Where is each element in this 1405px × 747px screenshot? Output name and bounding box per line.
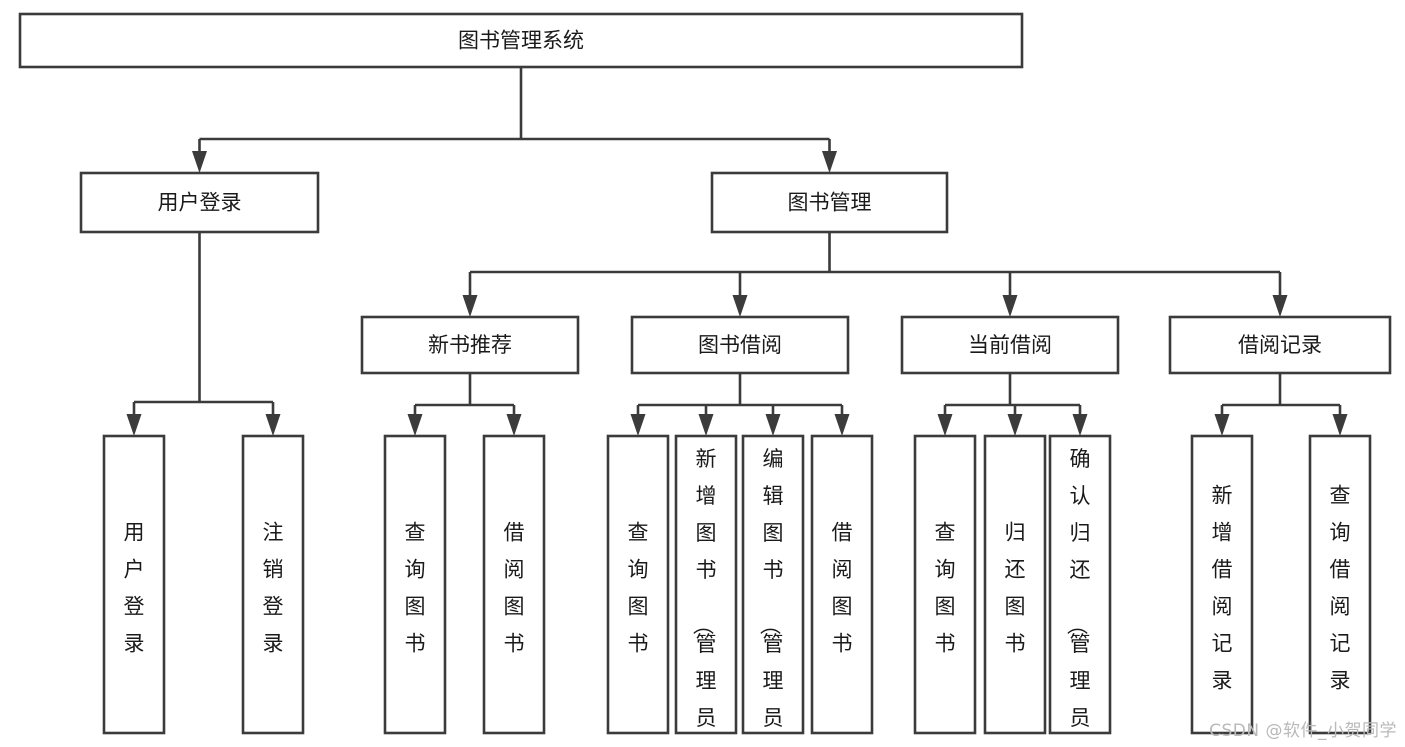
node-box-leaf-confirm-return[interactable] [1048,434,1112,735]
arrow-head-icon [1272,295,1288,317]
node-label-new-book-rec: 新书推荐 [428,333,512,357]
node-label-current-borrow: 当前借阅 [968,333,1052,357]
arrow-head-icon [1002,295,1018,317]
node-label-leaf-borrow-book-2: 借阅图书 [832,520,853,655]
node-box-leaf-edit-book[interactable] [741,434,805,735]
arrow-head-icon [698,414,714,436]
connector-group [630,373,850,436]
node-leaf-query-book-3[interactable]: 查询图书 [913,434,977,735]
node-box-root[interactable] [18,12,1024,69]
node-box-book-manage[interactable] [710,171,949,234]
node-new-book-rec[interactable]: 新书推荐 [360,315,580,375]
node-leaf-user-login[interactable]: 用户登录 [102,434,166,735]
node-leaf-query-record[interactable]: 查询借阅记录 [1308,434,1372,735]
node-box-leaf-borrow-book-2[interactable] [810,434,874,735]
connector-group [1214,373,1348,436]
node-label-leaf-add-record: 新增借阅记录 [1212,483,1233,692]
node-box-leaf-query-book-2[interactable] [606,434,670,735]
node-leaf-user-logout[interactable]: 注销登录 [241,434,305,735]
node-box-borrow-record[interactable] [1168,315,1392,375]
node-label-leaf-confirm-return: 确认归还（管理员） [1065,447,1091,747]
arrow-head-icon [1214,414,1230,436]
arrow-head-icon [192,151,207,173]
node-label-root: 图书管理系统 [458,29,584,53]
node-box-leaf-borrow-book-1[interactable] [482,434,546,735]
node-borrow-record[interactable]: 借阅记录 [1168,315,1392,375]
connector-group [937,373,1088,436]
node-label-leaf-return-book: 归还图书 [1005,520,1026,655]
node-leaf-borrow-book-2[interactable]: 借阅图书 [810,434,874,735]
node-label-book-manage: 图书管理 [788,191,872,215]
nodes-layer: 图书管理系统用户登录图书管理新书推荐图书借阅当前借阅借阅记录用户登录注销登录查询… [18,12,1392,747]
node-leaf-add-book[interactable]: 新增图书（管理员） [674,434,738,747]
node-leaf-edit-book[interactable]: 编辑图书（管理员） [741,434,805,747]
node-label-book-borrow: 图书借阅 [698,333,782,357]
watermark-text: CSDN @软件_小贺同学 [1209,721,1397,741]
node-box-leaf-user-logout[interactable] [241,434,305,735]
connector-group [126,232,281,436]
connector-group [462,232,1288,317]
node-box-book-borrow[interactable] [630,315,850,375]
node-leaf-confirm-return[interactable]: 确认归还（管理员） [1048,434,1112,747]
node-box-leaf-user-login[interactable] [102,434,166,735]
arrow-head-icon [822,151,837,173]
node-leaf-add-record[interactable]: 新增借阅记录 [1190,434,1254,735]
node-box-user-login[interactable] [79,171,320,234]
arrow-head-icon [407,414,423,436]
arrow-head-icon [834,414,850,436]
node-label-leaf-add-book: 新增图书（管理员） [691,447,717,747]
connectors-layer [126,67,1348,436]
node-leaf-query-book-2[interactable]: 查询图书 [606,434,670,735]
node-book-manage[interactable]: 图书管理 [710,171,949,234]
arrow-head-icon [630,414,646,436]
arrow-head-icon [1072,414,1088,436]
arrow-head-icon [126,414,142,436]
node-leaf-borrow-book-1[interactable]: 借阅图书 [482,434,546,735]
connector-group [407,373,522,436]
connector-group [192,67,837,173]
node-label-user-login: 用户登录 [158,191,242,215]
node-book-borrow[interactable]: 图书借阅 [630,315,850,375]
arrow-head-icon [937,414,953,436]
arrow-head-icon [1332,414,1348,436]
node-label-leaf-query-book-1: 查询图书 [405,520,426,655]
node-label-leaf-edit-book: 编辑图书（管理员） [758,447,784,747]
node-label-leaf-query-book-3: 查询图书 [935,520,956,655]
node-box-leaf-return-book[interactable] [983,434,1047,735]
node-label-leaf-user-logout: 注销登录 [263,520,284,655]
arrow-head-icon [765,414,781,436]
node-box-leaf-query-record[interactable] [1308,434,1372,735]
node-label-borrow-record: 借阅记录 [1238,333,1322,357]
arrow-head-icon [265,414,281,436]
node-leaf-return-book[interactable]: 归还图书 [983,434,1047,735]
arrow-head-icon [506,414,522,436]
arrow-head-icon [732,295,748,317]
node-user-login[interactable]: 用户登录 [79,171,320,234]
node-box-new-book-rec[interactable] [360,315,580,375]
node-box-current-borrow[interactable] [900,315,1120,375]
node-label-leaf-user-login: 用户登录 [124,520,145,655]
node-box-leaf-add-record[interactable] [1190,434,1254,735]
node-label-leaf-borrow-book-1: 借阅图书 [504,520,525,655]
arrow-head-icon [462,295,478,317]
node-leaf-query-book-1[interactable]: 查询图书 [383,434,447,735]
node-label-leaf-query-book-2: 查询图书 [628,520,649,655]
node-root[interactable]: 图书管理系统 [18,12,1024,69]
node-box-leaf-query-book-1[interactable] [383,434,447,735]
node-current-borrow[interactable]: 当前借阅 [900,315,1120,375]
node-box-leaf-add-book[interactable] [674,434,738,735]
node-label-leaf-query-record: 查询借阅记录 [1330,483,1351,692]
node-box-leaf-query-book-3[interactable] [913,434,977,735]
arrow-head-icon [1007,414,1023,436]
